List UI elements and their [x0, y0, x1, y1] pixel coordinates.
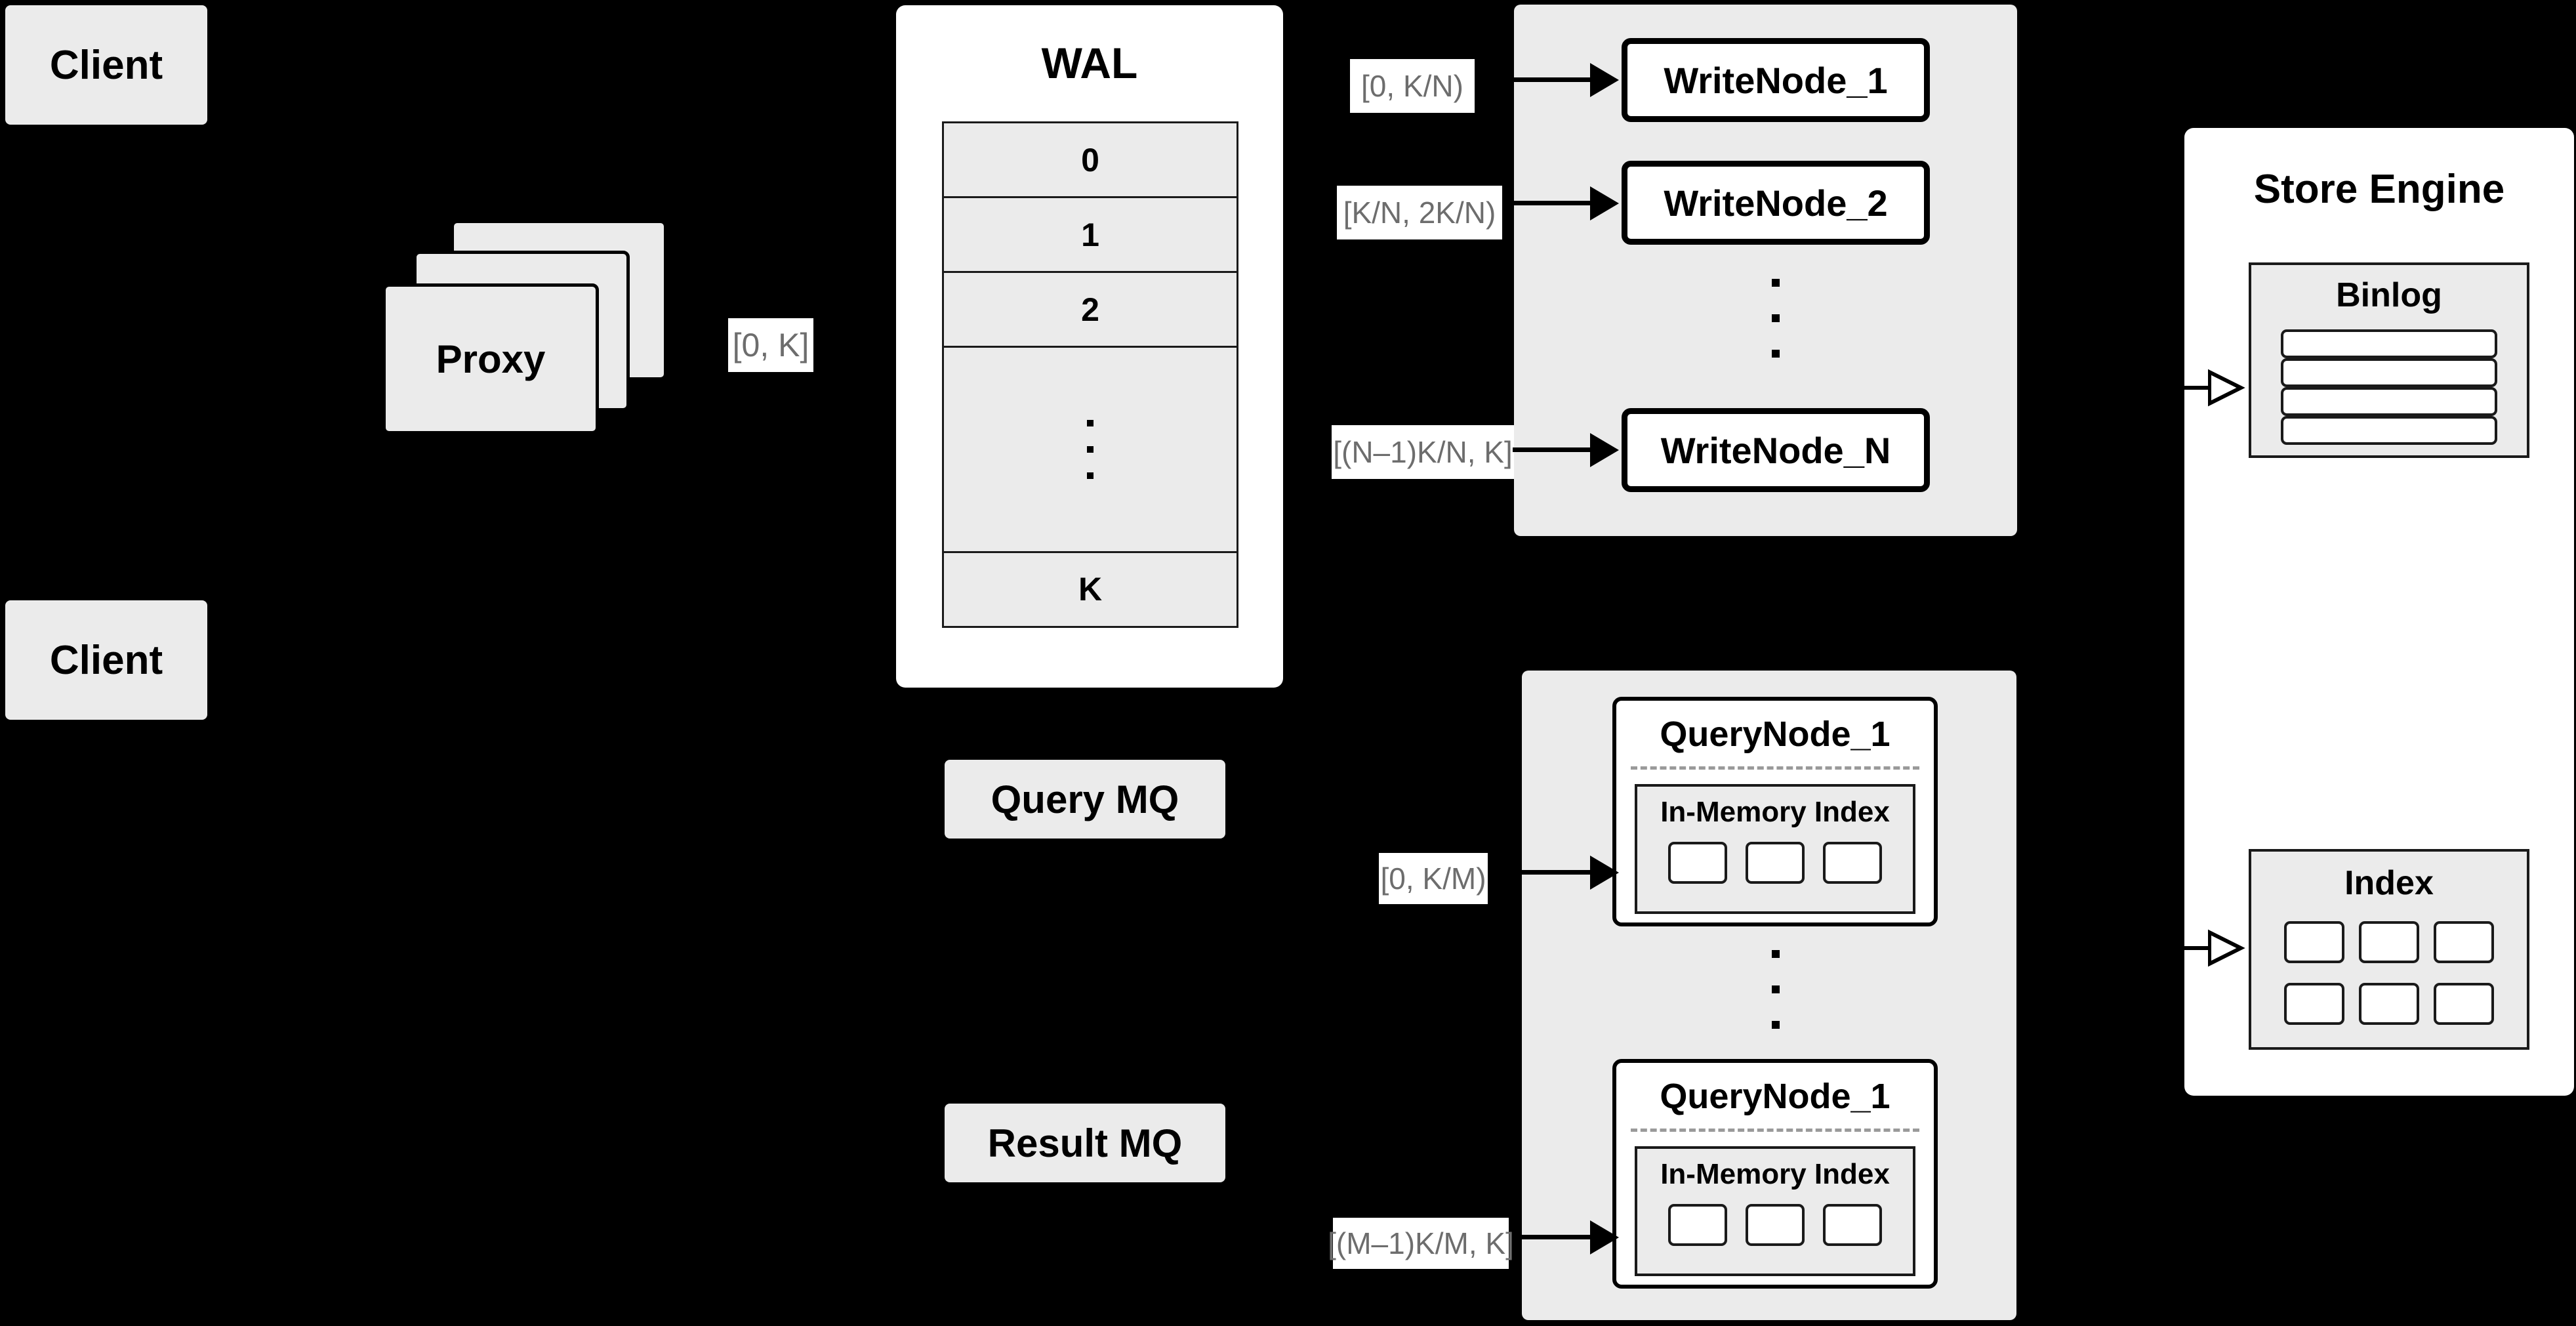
arrow-to-binlog-line [2179, 386, 2212, 390]
wal-entry-table: 0 1 2 K [942, 121, 1238, 628]
arrow-to-index-head [2208, 929, 2245, 967]
wal-row[interactable]: 0 [944, 123, 1237, 199]
arrow-to-binlog-head [2208, 369, 2245, 407]
ellipsis-dot-icon [1772, 950, 1780, 958]
query-mq-node[interactable]: Query MQ [945, 760, 1225, 839]
arrow-wal-to-write-2-head [1590, 186, 1619, 220]
index-cell[interactable] [1668, 1204, 1727, 1246]
index-cell[interactable] [2359, 983, 2419, 1025]
query-node-2[interactable]: QueryNode_1 In-Memory Index [1612, 1059, 1938, 1289]
arrow-mq-to-query-1-head [1590, 856, 1619, 890]
write-node-ellipsis [1771, 279, 1780, 358]
client-node-1-label: Client [49, 42, 163, 88]
wal-row-ellipsis [944, 348, 1237, 553]
query-mq-label: Query MQ [991, 777, 1179, 821]
query-node-1-separator [1631, 766, 1919, 770]
wal-title: WAL [1041, 39, 1138, 87]
query-node-1-title: QueryNode_1 [1660, 715, 1891, 754]
write-node-n-label: WriteNode_N [1660, 429, 1891, 471]
edge-label-wal-to-write-1-text: [0, K/N) [1361, 69, 1463, 103]
ellipsis-dot-icon [1087, 420, 1094, 427]
edge-label-wal-to-write-1: [0, K/N) [1350, 59, 1475, 113]
index-cell[interactable] [2284, 983, 2344, 1025]
arrow-wal-to-write-n-head [1590, 433, 1619, 467]
edge-label-wal-to-write-n-text: [(N–1)K/N, K] [1333, 435, 1513, 469]
index-cell[interactable] [2284, 921, 2344, 963]
index-cell[interactable] [1746, 1204, 1805, 1246]
ellipsis-dot-icon [1087, 472, 1094, 480]
index-cell[interactable] [1668, 842, 1727, 884]
binlog-panel: Binlog [2249, 262, 2529, 458]
binlog-segment[interactable] [2281, 416, 2497, 445]
arrow-mq-to-query-m-head [1590, 1220, 1619, 1254]
query-node-2-title: QueryNode_1 [1660, 1077, 1891, 1116]
edge-label-wal-to-write-n: [(N–1)K/N, K] [1332, 425, 1514, 479]
wal-row-label: 1 [1081, 216, 1099, 253]
index-cell[interactable] [1746, 842, 1805, 884]
wal-row-label: 0 [1081, 141, 1099, 178]
query-node-1[interactable]: QueryNode_1 In-Memory Index [1612, 697, 1938, 926]
in-memory-index-panel-1: In-Memory Index [1635, 784, 1915, 914]
write-node-1-label: WriteNode_1 [1664, 59, 1888, 101]
proxy-node[interactable]: Proxy [382, 283, 599, 434]
ellipsis-dot-icon [1772, 1021, 1780, 1029]
arrow-wal-to-write-2-line [1509, 201, 1593, 205]
index-panel: Index [2249, 849, 2529, 1050]
ellipsis-dot-icon [1087, 446, 1094, 453]
edge-label-mq-to-query-m-text: [(M–1)K/M, K] [1328, 1226, 1514, 1260]
proxy-node-label: Proxy [436, 337, 546, 381]
write-node-2[interactable]: WriteNode_2 [1622, 161, 1930, 245]
edge-label-mq-to-query-m: [(M–1)K/M, K] [1328, 1218, 1514, 1269]
index-title: Index [2344, 864, 2434, 902]
result-mq-node[interactable]: Result MQ [945, 1104, 1225, 1182]
index-cell[interactable] [2359, 921, 2419, 963]
binlog-segment[interactable] [2281, 329, 2497, 358]
client-node-2-label: Client [49, 637, 163, 683]
arrow-wal-to-write-1-head [1590, 63, 1619, 97]
in-memory-index-title-1: In-Memory Index [1660, 796, 1890, 828]
ellipsis-dot-icon [1772, 279, 1780, 287]
client-node-2[interactable]: Client [5, 600, 207, 720]
arrow-to-index-line [2179, 946, 2212, 950]
write-node-1[interactable]: WriteNode_1 [1622, 38, 1930, 122]
binlog-segment[interactable] [2281, 358, 2497, 387]
wal-row[interactable]: K [944, 552, 1237, 626]
index-cell[interactable] [2434, 983, 2494, 1025]
ellipsis-dot-icon [1772, 985, 1780, 993]
binlog-title: Binlog [2336, 276, 2442, 314]
in-memory-index-panel-2: In-Memory Index [1635, 1146, 1915, 1276]
query-node-ellipsis [1771, 950, 1780, 1029]
index-cell[interactable] [1823, 1204, 1882, 1246]
edge-label-wal-to-write-2-text: [K/N, 2K/N) [1343, 196, 1496, 230]
write-node-2-label: WriteNode_2 [1664, 182, 1888, 224]
arrow-mq-to-query-m-line [1513, 1235, 1593, 1239]
write-node-n[interactable]: WriteNode_N [1622, 408, 1930, 492]
edge-label-mq-to-query-1-text: [0, K/M) [1380, 861, 1486, 896]
ellipsis-dot-icon [1772, 350, 1780, 358]
edge-label-proxy-to-wal: [0, K] [728, 318, 813, 372]
binlog-segment[interactable] [2281, 387, 2497, 416]
wal-row-label: K [1078, 571, 1103, 608]
query-node-2-separator [1631, 1129, 1919, 1132]
arrow-wal-to-write-n-line [1513, 447, 1593, 452]
client-node-1[interactable]: Client [5, 5, 207, 125]
wal-row-label: 2 [1081, 291, 1099, 328]
result-mq-label: Result MQ [987, 1121, 1183, 1165]
in-memory-index-title-2: In-Memory Index [1660, 1158, 1890, 1190]
ellipsis-dot-icon [1772, 314, 1780, 322]
edge-label-mq-to-query-1: [0, K/M) [1379, 853, 1488, 904]
wal-row[interactable]: 1 [944, 198, 1237, 274]
wal-row[interactable]: 2 [944, 273, 1237, 348]
store-engine-title: Store Engine [2253, 167, 2505, 212]
edge-label-proxy-to-wal-text: [0, K] [732, 327, 809, 363]
arrow-wal-to-write-1-line [1501, 77, 1593, 82]
arrow-mq-to-query-1-line [1509, 870, 1593, 875]
edge-label-wal-to-write-2: [K/N, 2K/N) [1337, 186, 1502, 239]
index-cell[interactable] [2434, 921, 2494, 963]
index-cell[interactable] [1823, 842, 1882, 884]
